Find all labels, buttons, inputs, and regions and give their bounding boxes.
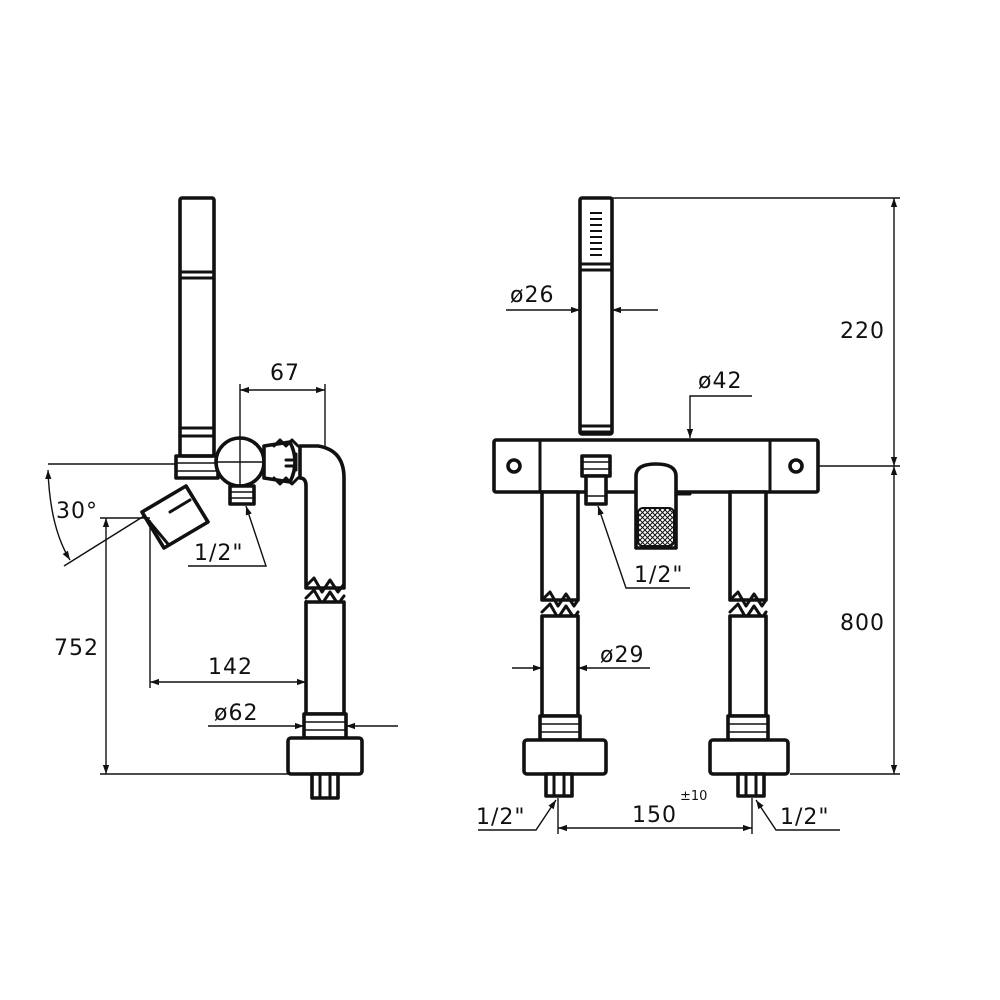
side-reach-label: 142: [208, 655, 253, 680]
front-inlet-thread-left-label: 1/2": [476, 805, 526, 830]
side-hand-shower: [174, 196, 220, 480]
front-pipe-left: [522, 490, 608, 798]
front-pipe-right: [708, 490, 790, 798]
front-outlet-thread-label: 1/2": [634, 563, 684, 588]
front-dim-heights: 220 800: [612, 197, 900, 775]
front-pipe-dia-label: ø29: [600, 643, 644, 668]
front-hand-shower: [578, 196, 614, 436]
side-dim-reach: 142: [149, 520, 307, 688]
side-thread-label: 1/2": [194, 541, 244, 566]
front-dim-pipe-dia: ø29: [512, 643, 650, 672]
side-angle-label: 30°: [56, 499, 98, 524]
front-dim-outlet-thread: 1/2": [597, 505, 690, 589]
side-height-label: 752: [54, 636, 99, 661]
front-inlet-thread-right-label: 1/2": [780, 805, 830, 830]
side-base-label: ø62: [214, 701, 258, 726]
front-dim-inlet-threads: 1/2" 1/2": [476, 799, 840, 831]
side-dim-offset: 67: [239, 361, 326, 446]
front-inlet-spacing-label: 150: [632, 803, 677, 828]
front-handshower-dia-label: ø26: [510, 283, 554, 308]
side-column: [286, 444, 364, 800]
front-view: 220 800 ø26 ø42 ø29 1/2" 1/2": [476, 196, 900, 834]
front-body-height-label: 800: [840, 611, 885, 636]
side-view: 30° 752 142 67 ø62: [45, 196, 398, 800]
side-dim-base: ø62: [208, 701, 398, 730]
side-mixer-body: [214, 436, 300, 506]
front-dim-handshower-dia: ø26: [506, 283, 658, 314]
front-body-dia-label: ø42: [698, 369, 742, 394]
side-dim-angle: 30°: [45, 463, 176, 567]
side-spout: [140, 484, 210, 550]
front-dim-body-dia: ø42: [686, 369, 752, 438]
front-handshower-height-label: 220: [840, 319, 885, 344]
spray-dots: [590, 212, 602, 256]
side-dim-thread: 1/2": [188, 505, 267, 567]
front-spout: [634, 462, 692, 550]
side-offset-label: 67: [270, 361, 300, 386]
front-dim-inlet-spacing: 150 ±10: [557, 789, 753, 834]
side-dim-height: 752: [54, 517, 290, 775]
front-inlet-spacing-tolerance: ±10: [680, 789, 707, 804]
